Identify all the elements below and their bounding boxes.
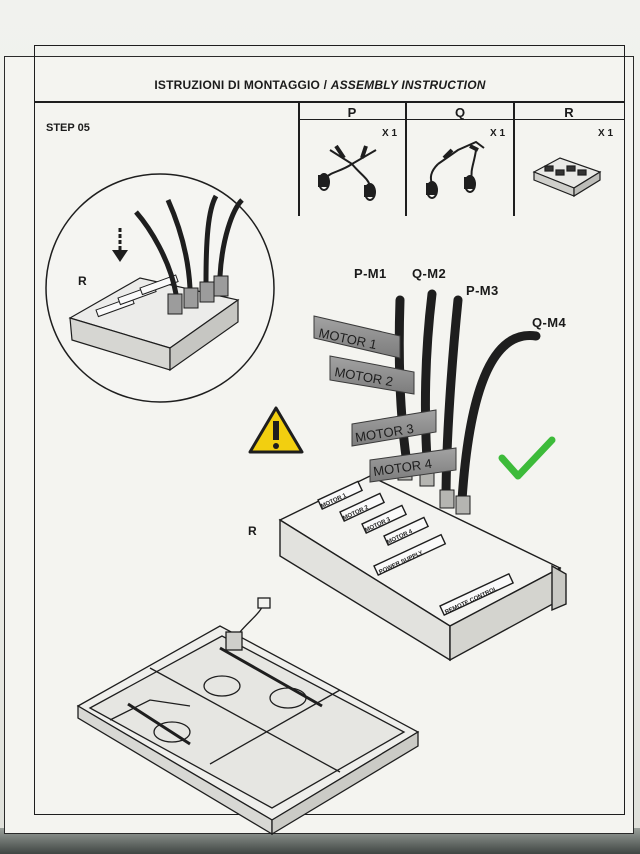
parts-col-divider-1 <box>298 101 300 216</box>
cable-label-q-m4: Q-M4 <box>532 315 567 330</box>
bed-frame <box>76 597 420 836</box>
cable-label-p-m1: P-M1 <box>354 266 387 281</box>
connector-3 <box>439 489 455 509</box>
page-title: ISTRUZIONI DI MONTAGGIO / ASSEMBLY INSTR… <box>0 78 640 92</box>
title-english: ASSEMBLY INSTRUCTION <box>330 78 486 92</box>
parts-row-divider <box>298 119 625 120</box>
warning-triangle-icon <box>248 406 304 454</box>
part-p-qty: X 1 <box>382 128 398 139</box>
connector-4 <box>455 495 471 515</box>
motor-tag-4 <box>369 447 457 483</box>
motor-tag-2 <box>329 355 415 395</box>
cable-label-q-m2: Q-M2 <box>412 266 447 281</box>
parts-col-divider-2 <box>405 101 407 216</box>
part-r-box-icon <box>532 157 602 198</box>
motor-tag-3 <box>351 409 437 447</box>
checkmark-icon <box>498 436 556 480</box>
part-p-title: P <box>347 105 357 120</box>
part-q-qty: X 1 <box>490 128 506 139</box>
detail-part-label: R <box>78 274 87 288</box>
step-label: STEP 05 <box>46 122 90 134</box>
cable-label-p-m3: P-M3 <box>466 283 499 298</box>
title-italian: ISTRUZIONI DI MONTAGGIO / <box>154 78 328 92</box>
part-p-cable-icon <box>318 144 377 201</box>
motor-tag-1 <box>313 315 401 359</box>
control-box-r <box>278 475 567 662</box>
header-divider <box>34 101 625 103</box>
part-r-title: R <box>564 105 574 120</box>
parts-col-divider-3 <box>513 101 515 216</box>
detail-circle <box>45 173 275 403</box>
part-q-cable-icon <box>426 140 485 199</box>
page-frame <box>34 45 625 815</box>
part-q-title: Q <box>454 105 466 120</box>
box-part-label: R <box>248 524 257 538</box>
part-r-qty: X 1 <box>598 128 614 139</box>
